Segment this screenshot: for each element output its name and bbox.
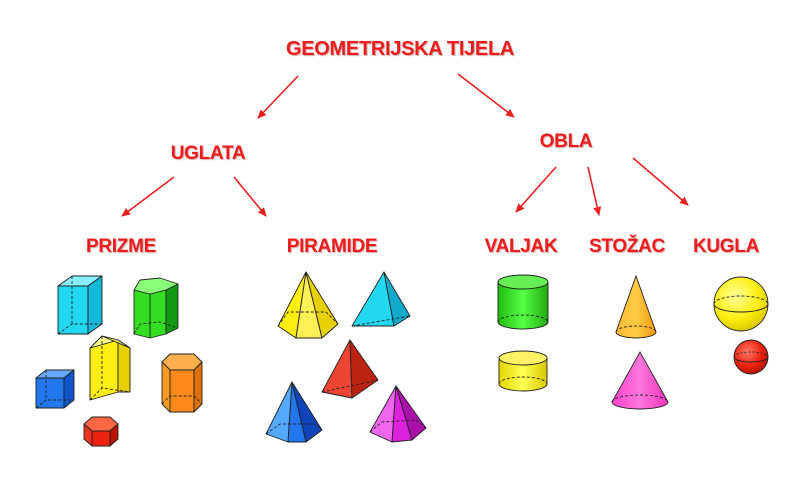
yellow-pentagonal-pyramid	[277, 271, 339, 339]
magenta-pentagonal-pyramid	[369, 385, 427, 443]
cyan-triangular-pyramid	[351, 271, 411, 327]
orange-hexagonal-prism	[161, 353, 203, 413]
arrow-root-to-uglata	[257, 75, 299, 119]
blue-square-pyramid	[265, 381, 323, 443]
red-triangular-pyramid	[321, 339, 379, 399]
node-prizme: PRIZME	[86, 236, 156, 257]
kugla-group	[713, 276, 769, 375]
yellow-cylinder	[498, 350, 548, 392]
arrow-obla-to-valjak	[515, 166, 557, 213]
yellow-sphere	[713, 276, 769, 332]
cyan-cuboid	[57, 275, 103, 335]
green-cylinder	[497, 274, 549, 330]
orange-cone	[615, 274, 657, 339]
node-kugla: KUGLA	[692, 236, 760, 257]
stozac-group	[611, 274, 669, 410]
node-uglata: UGLATA	[170, 143, 246, 164]
piramide-group	[265, 271, 427, 443]
node-obla: OBLA	[539, 131, 593, 152]
yellow-triangular-prism	[89, 335, 131, 401]
arrow-obla-to-stozac	[587, 166, 602, 216]
diagram-title: GEOMETRIJSKA TIJELA	[285, 38, 515, 60]
arrow-obla-to-kugla	[632, 157, 689, 206]
prizme-group	[35, 275, 203, 447]
blue-cube	[35, 369, 75, 409]
arrow-uglata-to-prizme	[121, 176, 175, 217]
pink-cone	[611, 351, 669, 410]
node-valjak: VALJAK	[484, 236, 558, 257]
red-sphere	[733, 339, 769, 375]
green-pentagonal-prism	[133, 277, 179, 339]
red-hexagonal-prism	[83, 416, 119, 447]
valjak-group	[497, 274, 549, 392]
node-piramide: PIRAMIDE	[286, 236, 378, 257]
arrows	[121, 73, 689, 217]
node-stozac: STOŽAC	[589, 236, 665, 257]
arrow-uglata-to-piramide	[233, 176, 267, 217]
arrow-root-to-obla	[457, 73, 515, 118]
